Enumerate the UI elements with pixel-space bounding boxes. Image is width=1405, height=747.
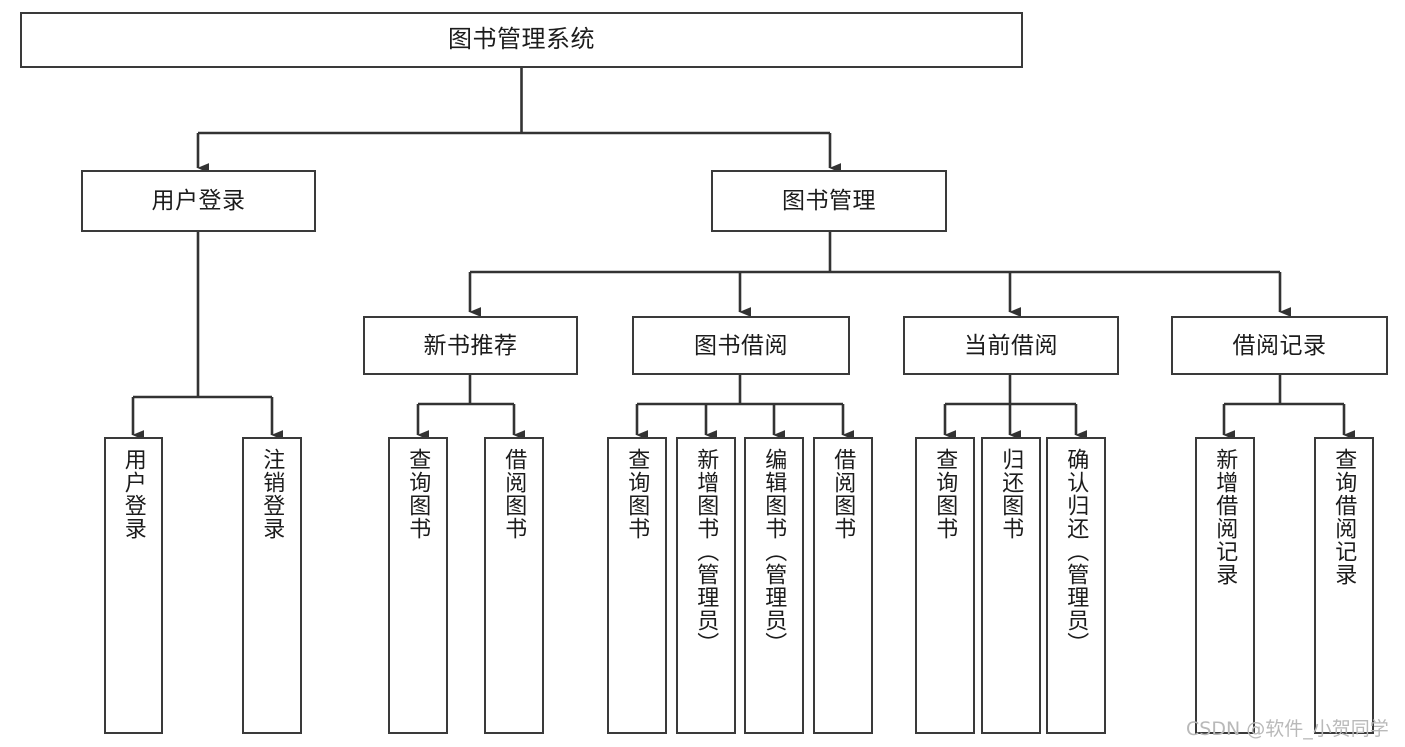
node-label: 新增图书（管理员） (694, 448, 720, 655)
node-label: 查询图书 (933, 448, 959, 540)
node-label: 借阅图书 (831, 448, 857, 540)
leaf-user-login[interactable]: 用户登录 (104, 437, 163, 734)
node-label: 借阅图书 (502, 448, 528, 540)
leaf-query-borrow-record[interactable]: 查询借阅记录 (1314, 437, 1374, 734)
leaf-add-borrow-record[interactable]: 新增借阅记录 (1195, 437, 1255, 734)
node-new-book-recommend[interactable]: 新书推荐 (363, 316, 578, 375)
leaf-logout[interactable]: 注销登录 (242, 437, 302, 734)
node-label: 查询借阅记录 (1332, 448, 1358, 586)
leaf-confirm-return-admin[interactable]: 确认归还（管理员） (1046, 437, 1106, 734)
node-label: 图书借阅 (694, 331, 788, 358)
node-label: 注销登录 (260, 448, 286, 540)
leaf-query-book-current[interactable]: 查询图书 (915, 437, 975, 734)
leaf-borrow-book[interactable]: 借阅图书 (813, 437, 873, 734)
leaf-query-book-borrow[interactable]: 查询图书 (607, 437, 667, 734)
node-book-borrow[interactable]: 图书借阅 (632, 316, 850, 375)
leaf-borrow-book-recommend[interactable]: 借阅图书 (484, 437, 544, 734)
watermark: CSDN @软件_小贺同学 (1186, 718, 1389, 740)
leaf-edit-book-admin[interactable]: 编辑图书（管理员） (744, 437, 804, 734)
node-borrow-record[interactable]: 借阅记录 (1171, 316, 1388, 375)
node-label: 新增借阅记录 (1213, 448, 1239, 586)
leaf-add-book-admin[interactable]: 新增图书（管理员） (676, 437, 736, 734)
leaf-query-book-recommend[interactable]: 查询图书 (388, 437, 448, 734)
node-label: 图书管理系统 (448, 25, 595, 53)
node-book-management[interactable]: 图书管理 (711, 170, 947, 232)
node-label: 确认归还（管理员） (1064, 448, 1090, 655)
node-label: 查询图书 (625, 448, 651, 540)
node-label: 编辑图书（管理员） (762, 448, 788, 655)
node-current-borrow[interactable]: 当前借阅 (903, 316, 1119, 375)
node-label: 图书管理 (782, 187, 876, 214)
node-label: 当前借阅 (964, 331, 1058, 358)
node-label: 查询图书 (406, 448, 432, 540)
node-root-book-management-system[interactable]: 图书管理系统 (20, 12, 1023, 68)
node-label: 归还图书 (999, 448, 1025, 540)
node-label: 用户登录 (121, 448, 147, 540)
leaf-return-book[interactable]: 归还图书 (981, 437, 1041, 734)
node-label: 新书推荐 (423, 331, 518, 358)
node-label: 借阅记录 (1232, 331, 1327, 358)
node-label: 用户登录 (151, 187, 246, 214)
node-user-login[interactable]: 用户登录 (81, 170, 316, 232)
